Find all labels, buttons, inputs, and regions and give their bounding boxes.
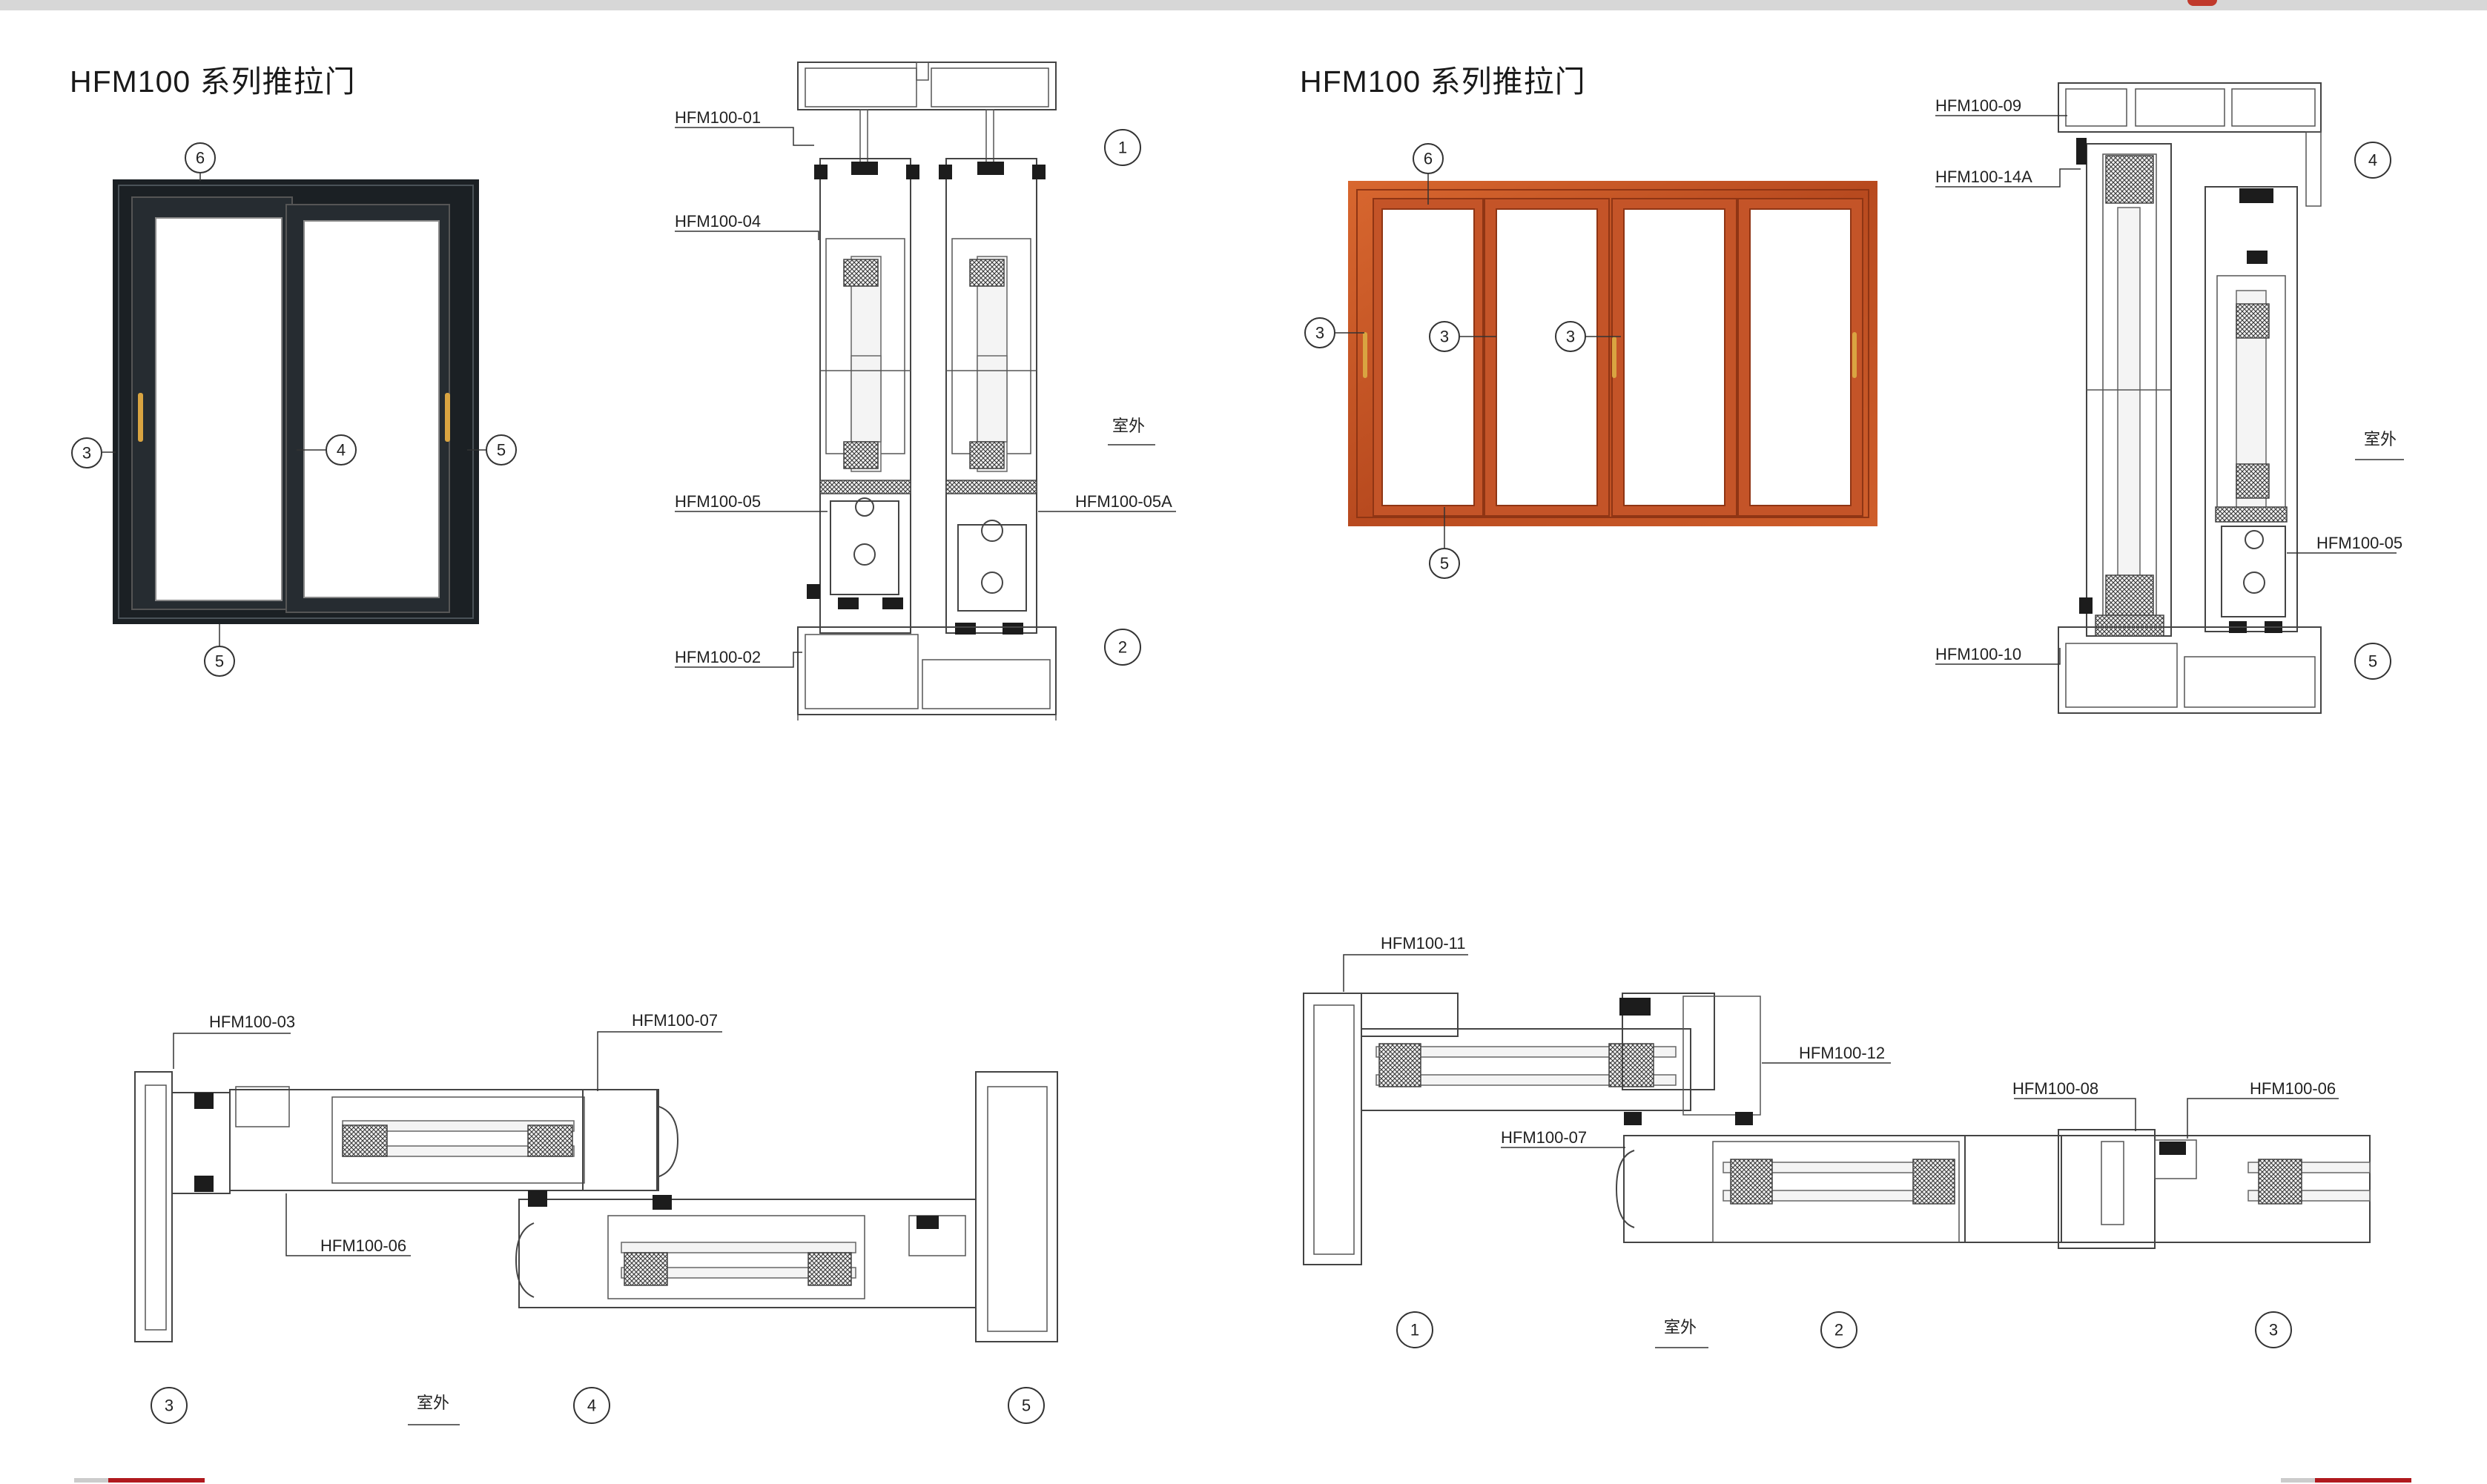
svg-text:3: 3 [2269, 1321, 2278, 1339]
svg-text:5: 5 [497, 441, 506, 460]
svg-text:3: 3 [1566, 328, 1575, 346]
svg-text:HFM100-12: HFM100-12 [1799, 1044, 1885, 1062]
svg-text:5: 5 [1022, 1397, 1031, 1415]
svg-text:4: 4 [2368, 151, 2377, 170]
svg-text:HFM100-05: HFM100-05 [2316, 534, 2402, 552]
door-handle-icon [138, 393, 143, 442]
svg-text:HFM100-06: HFM100-06 [2250, 1079, 2336, 1098]
glass-pane-2 [1496, 208, 1598, 506]
left-door-elevation [113, 179, 479, 624]
svg-text:室外: 室外 [2364, 431, 2397, 449]
left-horizontal-section [134, 1071, 1058, 1342]
svg-text:HFM100-03: HFM100-03 [209, 1013, 295, 1031]
top-gray-band [0, 0, 2487, 10]
right-horizontal-section-labels: HFM100-11 HFM100-12 HFM100-08 HFM100-06 … [1343, 934, 2339, 1348]
svg-text:3: 3 [1315, 324, 1324, 342]
svg-text:2: 2 [1118, 638, 1127, 657]
right-vertical-section-labels: HFM100-09 HFM100-14A HFM100-05 HFM100-10… [1935, 96, 2404, 680]
glass-pane-3 [1623, 208, 1725, 506]
svg-text:HFM100-05: HFM100-05 [675, 492, 761, 511]
svg-text:HFM100-07: HFM100-07 [1501, 1128, 1587, 1147]
left-horizontal-section-labels: HFM100-03 HFM100-07 HFM100-06 3 室外 4 5 [151, 1011, 1045, 1425]
svg-text:HFM100-09: HFM100-09 [1935, 96, 2021, 115]
left-vertical-section [797, 62, 1057, 721]
left-vertical-section-labels: HFM100-01 HFM100-04 HFM100-05 HFM100-05A… [675, 108, 1176, 668]
right-door-elevation [1348, 181, 1877, 526]
svg-text:5: 5 [2368, 652, 2377, 671]
right-glass-pane [303, 220, 440, 598]
svg-text:HFM100-10: HFM100-10 [1935, 645, 2021, 663]
svg-text:HFM100-02: HFM100-02 [675, 648, 761, 666]
svg-text:HFM100-06: HFM100-06 [320, 1236, 406, 1255]
svg-text:室外: 室外 [1112, 417, 1145, 436]
svg-text:HFM100-07: HFM100-07 [632, 1011, 718, 1030]
svg-text:HFM100-01: HFM100-01 [675, 108, 761, 127]
left-door-callouts: 6 3 4 5 5 [71, 142, 517, 677]
left-page-title: HFM100 系列推拉门 [70, 64, 356, 99]
svg-text:HFM100-08: HFM100-08 [2012, 1079, 2098, 1098]
footer-gray-mark [74, 1478, 108, 1483]
left-glass-pane [155, 217, 283, 601]
right-horizontal-section [1303, 993, 2371, 1265]
svg-text:1: 1 [1118, 139, 1127, 157]
footer-red-mark [2315, 1478, 2411, 1483]
svg-text:HFM100-04: HFM100-04 [675, 212, 761, 231]
footer-red-mark [108, 1478, 205, 1483]
svg-text:3: 3 [1440, 328, 1449, 346]
svg-text:HFM100-14A: HFM100-14A [1935, 168, 2032, 186]
footer-gray-mark [2281, 1478, 2315, 1483]
svg-text:1: 1 [1410, 1321, 1419, 1339]
door-handle-icon [1612, 337, 1616, 378]
svg-text:2: 2 [1834, 1321, 1843, 1339]
svg-text:5: 5 [1440, 554, 1449, 573]
svg-text:HFM100-05A: HFM100-05A [1075, 492, 1172, 511]
svg-text:6: 6 [1424, 150, 1433, 168]
right-door-callouts: 6 3 3 3 5 [1304, 143, 1621, 579]
red-corner-mark [2187, 0, 2217, 6]
glass-pane-1 [1381, 208, 1475, 506]
right-page-title: HFM100 系列推拉门 [1300, 64, 1586, 99]
svg-text:5: 5 [215, 652, 224, 671]
svg-text:4: 4 [587, 1397, 596, 1415]
svg-text:6: 6 [196, 149, 205, 168]
door-handle-icon [1852, 332, 1857, 378]
svg-text:3: 3 [165, 1397, 174, 1415]
door-handle-icon [1363, 332, 1367, 378]
svg-text:室外: 室外 [1664, 1319, 1697, 1337]
glass-pane-4 [1749, 208, 1852, 506]
svg-text:4: 4 [337, 441, 346, 460]
svg-text:HFM100-11: HFM100-11 [1381, 934, 1466, 953]
right-vertical-section [2058, 82, 2322, 714]
svg-text:室外: 室外 [417, 1394, 449, 1413]
door-handle-icon [445, 393, 450, 442]
svg-text:3: 3 [82, 444, 91, 463]
